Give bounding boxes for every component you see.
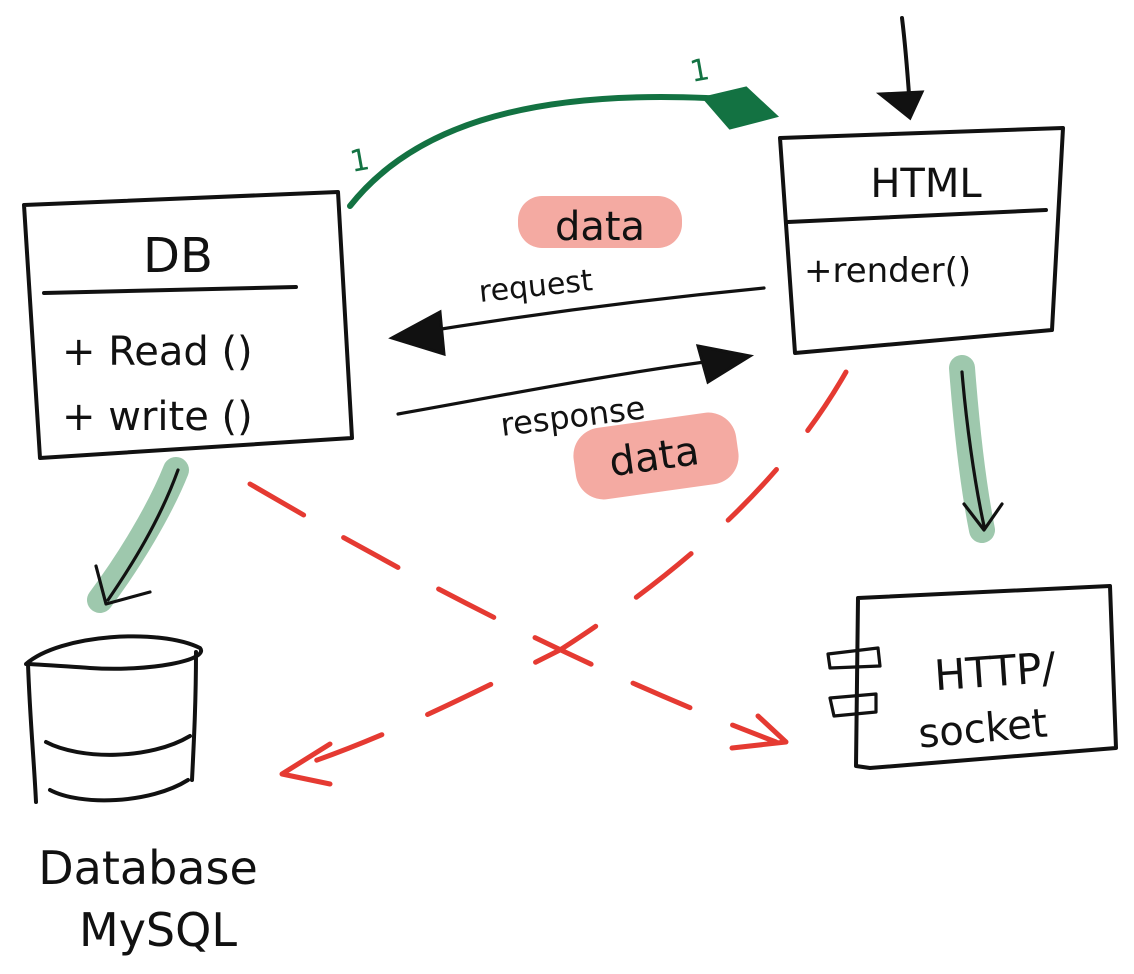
html-entry-arrow [875, 16, 925, 121]
component-port-top [826, 646, 882, 670]
database-bottom-curve [48, 778, 190, 803]
database-left-side [26, 662, 38, 804]
dependency-html-to-database [279, 369, 849, 787]
db-to-database-arrow [94, 468, 180, 606]
component-label-protocol: HTTP/ [933, 643, 1059, 700]
request-arrowhead [388, 309, 446, 357]
db-method-write: + write () [62, 394, 253, 440]
database-label-name: Database [38, 841, 258, 895]
dependency-html-to-database-arrowhead [279, 741, 333, 787]
association-curve [347, 94, 769, 209]
database-cylinder[interactable]: Database MySQL [24, 634, 258, 957]
database-right-side [190, 650, 198, 782]
html-method-render: +render() [804, 251, 971, 291]
db-class-divider [42, 285, 298, 295]
request-line [408, 286, 766, 336]
db-to-database-highlight [87, 457, 189, 613]
db-class[interactable]: DB + Read () + write () [22, 190, 354, 460]
response-arrowhead [695, 344, 755, 385]
association-target-multiplicity: 1 [687, 52, 712, 90]
html-class-border [778, 126, 1065, 355]
response-data-highlight [573, 412, 739, 500]
http-socket-component[interactable]: HTTP/ socket [826, 584, 1118, 770]
component-port-bottom [828, 692, 878, 718]
association-arrowhead [701, 86, 780, 130]
db-class-border [22, 190, 354, 460]
component-border [854, 584, 1118, 770]
request-data-label: data [555, 204, 645, 250]
request-message: data request [388, 204, 766, 357]
db-to-database-arrowhead [94, 564, 152, 606]
html-to-component-arrowhead [962, 502, 1004, 532]
dependency-db-to-component-arrowhead [729, 713, 789, 751]
association-link: 1 1 [347, 52, 780, 209]
dependency-db-to-component-line [247, 481, 779, 745]
db-method-read: + Read () [62, 329, 253, 375]
dependency-html-to-database-line [285, 369, 849, 773]
db-class-name: DB [143, 228, 213, 284]
html-class[interactable]: HTML +render() [778, 126, 1065, 355]
association-source-multiplicity: 1 [347, 142, 372, 180]
dependency-db-to-component [247, 481, 789, 751]
html-to-component-arrow [960, 370, 1004, 532]
html-entry-arrowhead [875, 90, 925, 121]
database-middle-curve [44, 734, 192, 757]
database-top-ellipse [24, 634, 204, 671]
response-line [396, 358, 722, 416]
request-label: request [477, 263, 594, 310]
component-label-transport: socket [916, 701, 1049, 758]
html-class-name: HTML [870, 161, 982, 207]
database-label-engine: MySQL [79, 903, 237, 957]
request-data-highlight [518, 196, 682, 248]
html-class-divider [786, 208, 1048, 224]
